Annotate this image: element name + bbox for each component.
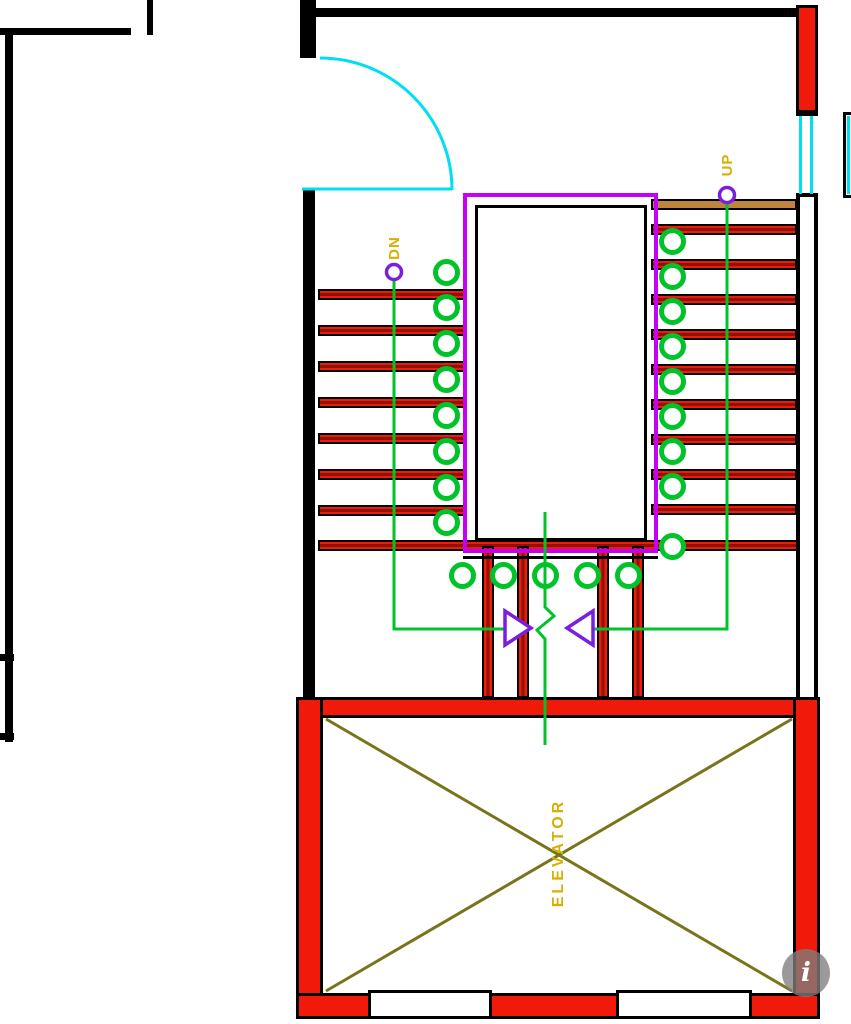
elevator-door-opening-right xyxy=(616,990,752,1019)
watermark-info-icon: i xyxy=(782,949,830,997)
stair-post xyxy=(482,546,494,698)
stair-marker-left xyxy=(433,259,460,286)
stair-tread-right xyxy=(651,399,797,410)
stair-marker-left xyxy=(433,509,460,536)
stair-marker-right xyxy=(659,368,686,395)
wall-far-right-cap-bottom xyxy=(843,195,851,198)
wall-far-right-cap-top xyxy=(843,112,851,115)
window-glass-line-1 xyxy=(799,116,802,194)
elevator-cross-lines xyxy=(325,717,793,993)
stair-marker-left xyxy=(433,366,460,393)
stair-marker-right xyxy=(659,473,686,500)
stair-tread-right xyxy=(651,259,797,270)
stair-up-label: UP xyxy=(718,153,736,177)
stair-path-node-down xyxy=(384,262,404,282)
stair-tread-right xyxy=(651,294,797,305)
window-glass-line-3 xyxy=(847,116,850,194)
stair-centerline-break xyxy=(534,512,557,745)
stair-marker-bottom xyxy=(490,562,517,589)
wall-top-main xyxy=(316,8,798,17)
wall-right-red-segment xyxy=(796,5,818,113)
stair-marker-right xyxy=(659,403,686,430)
stair-marker-left xyxy=(433,294,460,321)
door-swing-arc xyxy=(319,56,454,191)
stair-tread-right xyxy=(651,469,797,480)
window-frame-bottom xyxy=(796,193,818,197)
stair-marker-right xyxy=(659,533,686,560)
stairwell-opening xyxy=(475,205,647,541)
stair-marker-bottom xyxy=(615,562,642,589)
direction-arrow-right-icon xyxy=(503,607,535,649)
wall-stair-left xyxy=(303,188,315,698)
window-glass-line-2 xyxy=(810,116,813,194)
stairwell-bottom-edge-line xyxy=(463,556,658,559)
stair-marker-left xyxy=(433,330,460,357)
stair-path-down xyxy=(392,279,506,631)
window-frame-top xyxy=(796,112,818,116)
stair-marker-right xyxy=(659,333,686,360)
wall-door-head xyxy=(300,0,316,58)
stairwell-railing xyxy=(463,193,658,553)
stair-marker-left xyxy=(433,402,460,429)
stair-marker-left xyxy=(433,438,460,465)
wall-left-stub-lower xyxy=(0,733,14,740)
stair-tread-right xyxy=(651,224,797,235)
wall-left-stub-upper xyxy=(0,654,14,661)
stair-marker-bottom xyxy=(449,562,476,589)
stair-marker-right xyxy=(659,228,686,255)
wall-right-hollow xyxy=(796,197,818,698)
direction-arrow-left-icon xyxy=(563,607,595,649)
stair-down-label: DN xyxy=(385,236,403,260)
wall-top-left xyxy=(0,28,131,35)
wall-far-right xyxy=(843,112,846,198)
stair-marker-right xyxy=(659,438,686,465)
stair-marker-left xyxy=(433,474,460,501)
stair-path-node-up xyxy=(717,185,737,205)
stair-marker-right xyxy=(659,298,686,325)
stair-marker-right xyxy=(659,263,686,290)
elevator-label: ELEVATOR xyxy=(550,798,567,908)
wall-left xyxy=(5,28,13,742)
stair-path-up xyxy=(594,203,729,631)
stair-marker-bottom xyxy=(574,562,601,589)
elevator-door-opening-left xyxy=(368,990,492,1019)
stair-tread-right xyxy=(651,364,797,375)
stair-tread-right xyxy=(651,434,797,445)
stair-tread-right xyxy=(651,504,797,515)
wall-top-endcap xyxy=(147,0,153,35)
stair-post xyxy=(597,546,609,698)
stair-tread-right xyxy=(651,329,797,340)
